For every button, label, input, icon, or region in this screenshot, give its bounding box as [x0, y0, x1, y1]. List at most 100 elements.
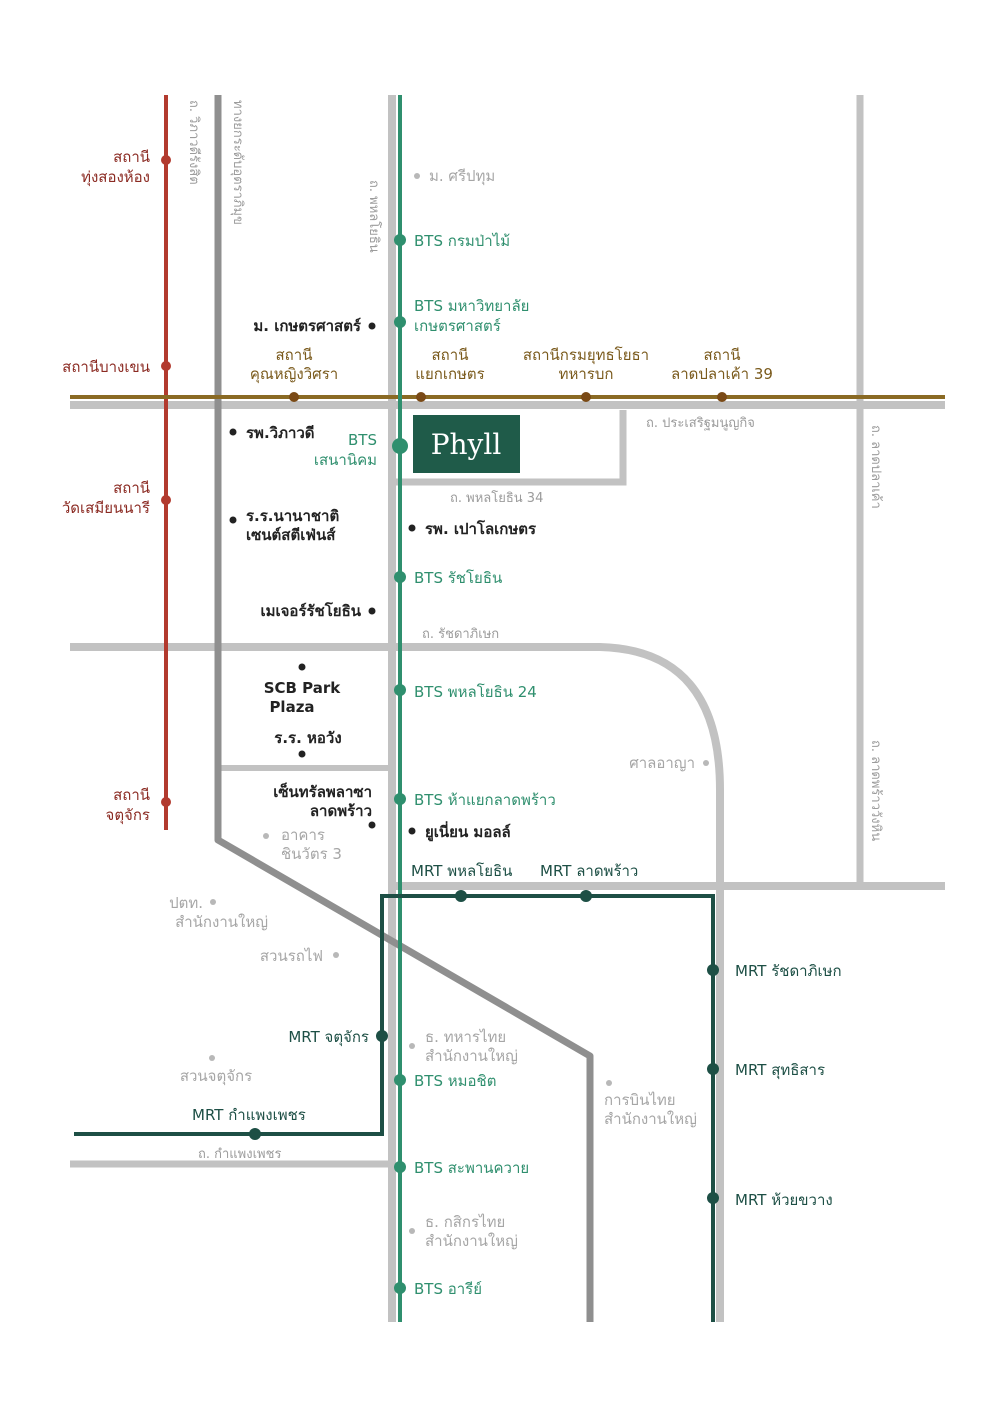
poi-dot: [229, 516, 237, 524]
mrt-station-dot: [707, 964, 719, 976]
red-station-label: สถานี: [113, 786, 150, 804]
grey-poi-label: ธ. ทหารไทย: [425, 1028, 506, 1046]
bts-station-dot: [392, 438, 408, 454]
grey-poi-dot: [703, 760, 709, 766]
grey-poi-label: สำนักงานใหญ่: [425, 1047, 518, 1065]
road-label-tollway: ทางยกระดับอุตราภิมุข: [230, 100, 245, 225]
road-label-soi34: ถ. พหลโยธิน 34: [450, 490, 543, 506]
poi-dots: [229, 322, 416, 835]
gold-line-labels: สถานี คุณหญิงวิศรา สถานี แยกเกษตร สถานีก…: [250, 346, 773, 384]
mrt-station-label: MRT จตุจักร: [288, 1028, 369, 1047]
gold-station-label: สถานีกรมยุทธโยธา: [523, 346, 649, 365]
bts-station-label: BTS มหาวิทยาลัย: [414, 297, 529, 315]
poi-label: ร.ร. หอวัง: [274, 729, 341, 747]
bts-station-label: BTS ห้าแยกลาดพร้าว: [414, 791, 556, 809]
grey-poi-dot: [409, 1228, 415, 1234]
red-station-label: จตุจักร: [106, 806, 150, 825]
poi-dot: [298, 750, 306, 758]
bts-station-label: BTS หมอชิต: [414, 1072, 496, 1090]
road-label-ratchada: ถ. รัชดาภิเษก: [422, 627, 499, 642]
poi-label: เซนต์สตีเฟ่นส์: [246, 526, 336, 544]
mrt-station-dot: [249, 1128, 261, 1140]
mrt-station-dot: [376, 1030, 388, 1042]
grey-poi-label: สำนักงานใหญ่: [175, 913, 268, 931]
gold-station-label: คุณหญิงวิศรา: [250, 365, 338, 384]
grey-poi-dot: [210, 899, 216, 905]
bts-station-dot: [394, 1161, 406, 1173]
red-station-label: วัดเสมียนนารี: [62, 499, 150, 517]
mrt-station-label: MRT กำแพงเพชร: [192, 1106, 306, 1124]
red-station-dot: [161, 797, 171, 807]
mrt-line: [74, 894, 715, 1322]
bts-labels: BTS กรมป่าไม้ BTS มหาวิทยาลัย เกษตรศาสตร…: [314, 232, 556, 1298]
grey-poi-dot: [414, 173, 420, 179]
grey-poi-label: การบินไทย: [604, 1091, 676, 1109]
poi-label: Plaza: [269, 698, 314, 716]
grey-poi-label: ธ. กสิกรไทย: [425, 1213, 505, 1231]
phyll-logo: Phyll: [413, 415, 520, 473]
bts-station-dot: [394, 1074, 406, 1086]
grey-poi-label: ม. ศรีปทุม: [429, 167, 495, 186]
gold-station-label: สถานี: [276, 346, 313, 364]
bts-station-label: เสนานิคม: [314, 451, 377, 469]
grey-poi-dot: [209, 1055, 215, 1061]
red-station-dot: [161, 495, 171, 505]
gold-station-dot: [581, 392, 591, 402]
red-station-dot: [161, 155, 171, 165]
mrt-station-dot: [455, 890, 467, 902]
road-ratchada: [70, 643, 724, 1322]
poi-label: เมเจอร์รัชโยธิน: [261, 601, 362, 620]
grey-poi-label: สำนักงานใหญ่: [604, 1110, 697, 1128]
grey-poi-dot: [333, 952, 339, 958]
mrt-station-dot: [707, 1192, 719, 1204]
poi-dot: [368, 607, 376, 615]
mrt-station-dot: [580, 890, 592, 902]
grey-poi-label: ศาลอาญา: [629, 754, 695, 772]
grey-poi-label: สวนรถไฟ: [260, 947, 323, 965]
poi-dot: [368, 821, 376, 829]
grey-poi-label: สวนจตุจักร: [180, 1067, 252, 1086]
red-station-label: สถานี: [113, 148, 150, 166]
roads: [70, 95, 945, 1322]
mrt-stations: [249, 890, 719, 1204]
poi-label: ลาดพร้าว: [310, 802, 372, 820]
bts-station-dot: [394, 793, 406, 805]
bts-station-label: BTS กรมป่าไม้: [414, 232, 510, 250]
road-prasert: [392, 410, 627, 486]
poi-label: เซ็นทรัลพลาซา: [273, 782, 372, 801]
grey-poi-dot: [263, 833, 269, 839]
red-station-dot: [161, 361, 171, 371]
red-station-label: สถานี: [113, 479, 150, 497]
bts-station-dot: [394, 684, 406, 696]
mrt-labels: MRT พหลโยธิน MRT ลาดพร้าว MRT รัชดาภิเษก…: [192, 862, 842, 1209]
bts-station-label: BTS พหลโยธิน 24: [414, 683, 537, 701]
road-label-phahonyothin: ถ. พหลโยธิน: [366, 180, 382, 253]
mrt-station-label: MRT รัชดาภิเษก: [735, 962, 842, 980]
road-label-vibhavadi: ถ. วิภาวดีรังสิต: [186, 100, 202, 185]
gold-station-label: สถานี: [704, 346, 741, 364]
gold-line-stations: [289, 392, 727, 402]
gold-station-dot: [289, 392, 299, 402]
bts-station-label: เกษตรศาสตร์: [414, 317, 501, 335]
gold-station-label: ทหารบก: [559, 365, 614, 383]
bts-stations: [392, 234, 408, 1294]
poi-label: ร.ร.นานาชาติ: [246, 507, 339, 525]
poi-dot: [408, 524, 416, 532]
mrt-station-label: MRT สุทธิสาร: [735, 1061, 825, 1080]
road-label-prasert: ถ. ประเสริฐมนูญกิจ: [646, 416, 755, 431]
grey-poi-label: ชินวัตร 3: [281, 845, 342, 863]
red-station-label: ทุ่งสองห้อง: [81, 168, 150, 187]
red-line-stations: [161, 155, 171, 807]
bts-station-dot: [394, 571, 406, 583]
poi-label: ม. เกษตรศาสตร์: [253, 317, 362, 335]
logo-text: Phyll: [431, 428, 502, 461]
poi-label: รพ. เปาโลเกษตร: [425, 519, 537, 538]
mrt-station-label: MRT ลาดพร้าว: [540, 862, 638, 880]
grey-poi-label: อาคาร: [281, 826, 325, 844]
road-label-lat-phrao-wang-hin: ถ. ลาดพร้าววังหิน: [868, 740, 883, 841]
gold-station-label: แยกเกษตร: [415, 365, 484, 383]
logo-box: [413, 415, 520, 473]
road-labels: ถ. วิภาวดีรังสิต ทางยกระดับอุตราภิมุข ถ.…: [186, 100, 883, 1162]
gold-station-label: สถานี: [432, 346, 469, 364]
